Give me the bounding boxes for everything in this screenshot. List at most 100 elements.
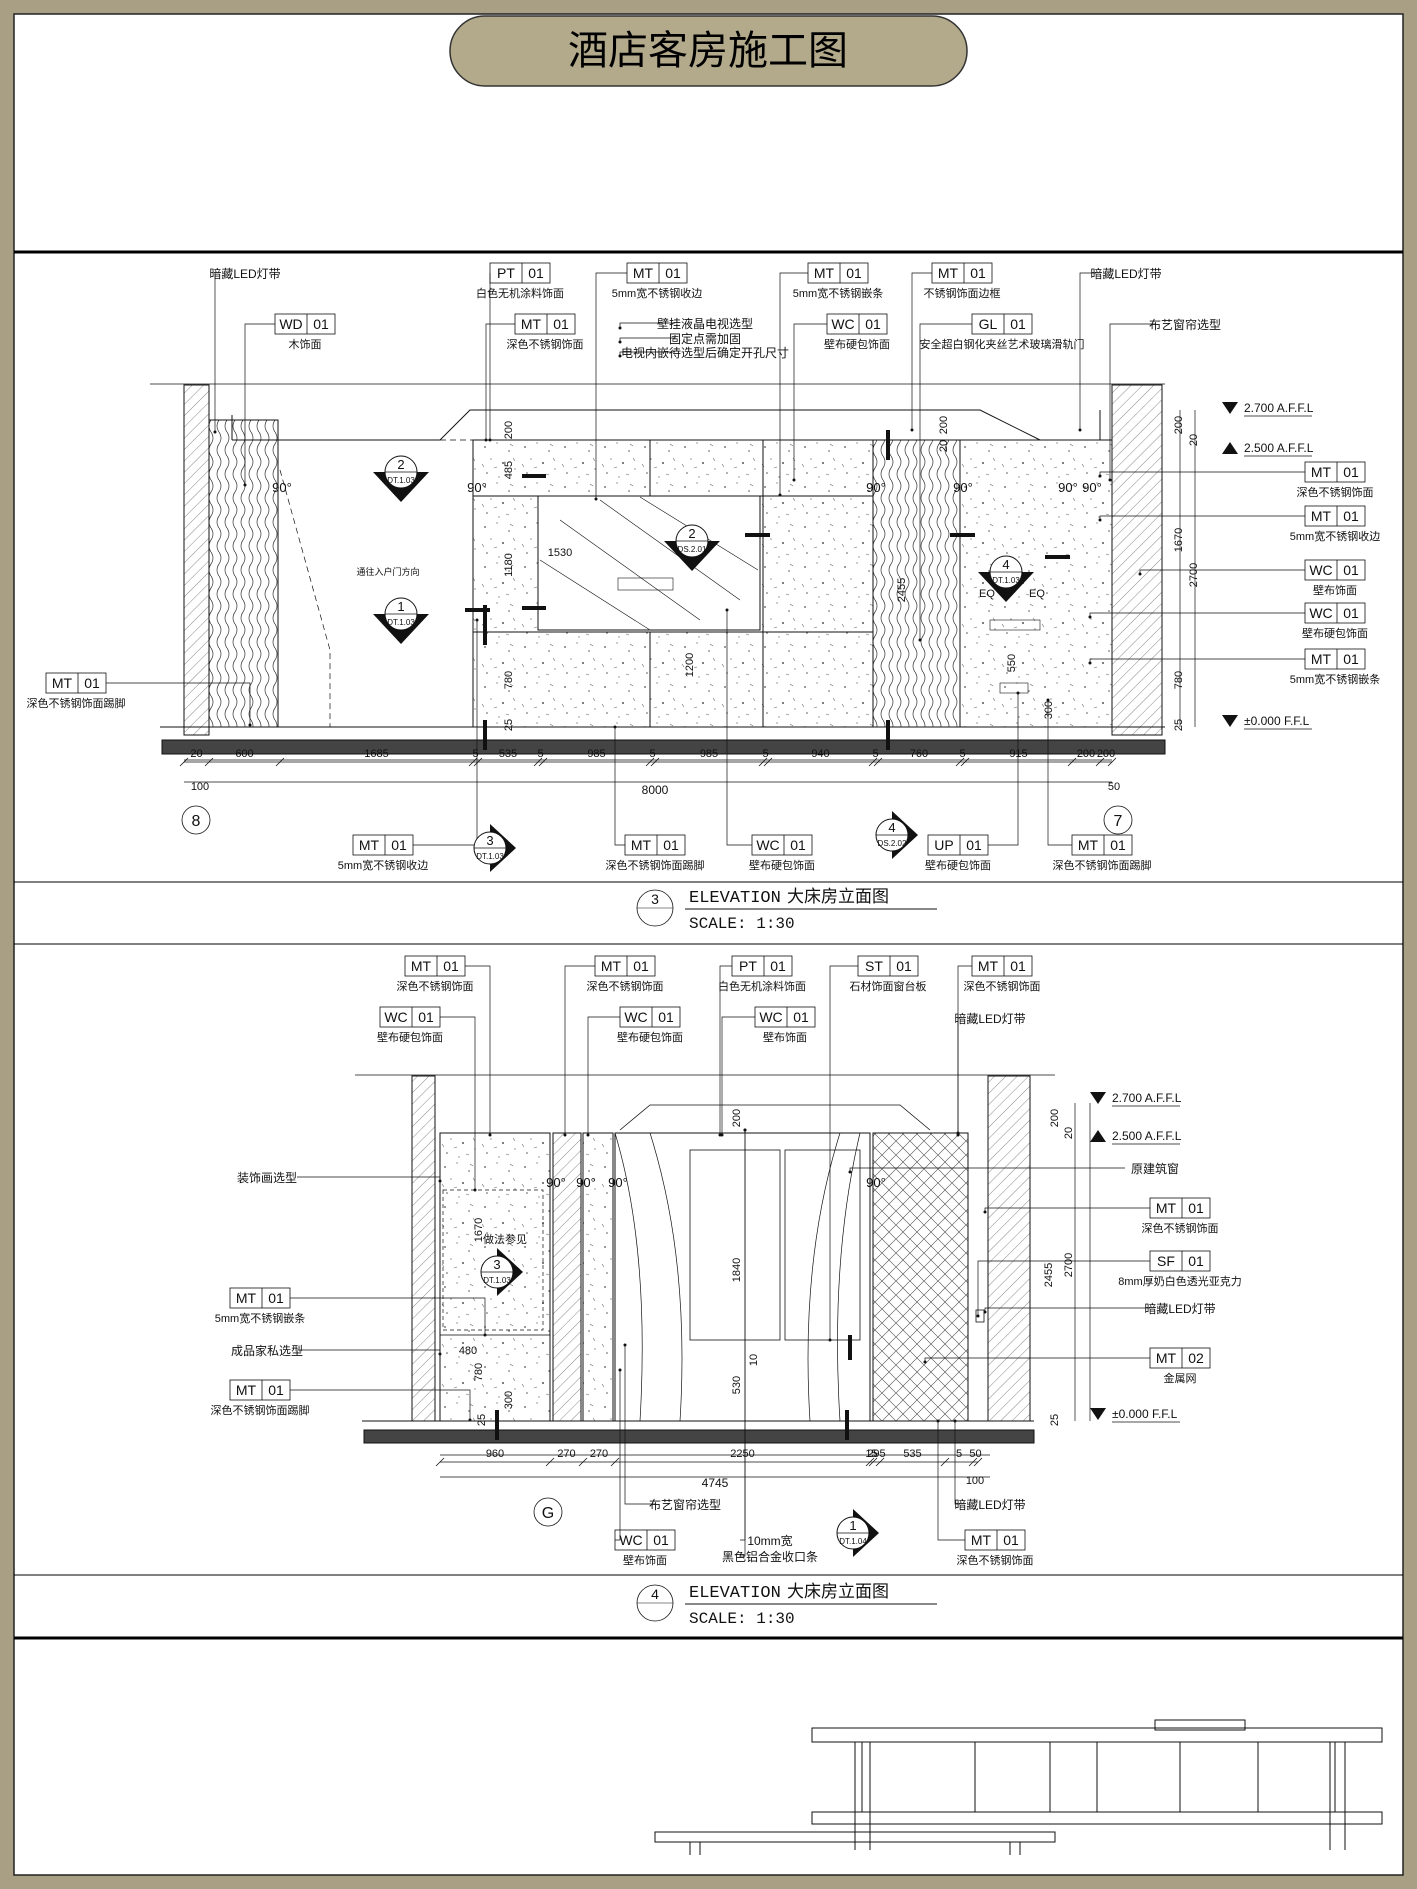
dimension-value: 1530 <box>548 547 572 559</box>
callout-number: 01 <box>793 1009 809 1025</box>
callout-leader-dot <box>438 1179 442 1183</box>
callout-number: 01 <box>663 837 679 853</box>
callout-number: 01 <box>790 837 806 853</box>
angle-label: 90° <box>467 480 487 495</box>
callout-text: 石材饰面窗台板 <box>850 979 927 993</box>
callout-text: 木饰面 <box>289 337 322 351</box>
elevation-4-drawing <box>355 1074 1091 1478</box>
callout-leader-dot <box>910 428 914 432</box>
callout-text: 5mm宽不锈钢收边 <box>338 858 428 872</box>
grid-bubble: G <box>533 1497 563 1527</box>
title-number: 3 <box>651 891 659 907</box>
section-marker: 3DT.1.03 <box>473 824 516 872</box>
material-callout: 固定点需加固 <box>618 331 741 346</box>
callout-code: MT <box>978 958 999 974</box>
dimension-tick <box>1067 757 1077 767</box>
callout-text: 暗藏LED灯带 <box>1090 266 1161 281</box>
callout-code: ST <box>865 958 883 974</box>
callout-leader <box>619 322 675 328</box>
callout-text: 深色不锈钢饰面 <box>957 1553 1034 1567</box>
callout-number: 02 <box>1188 1350 1204 1366</box>
section-marker: 1DT.1.04 <box>836 1509 879 1557</box>
callout-number: 01 <box>658 1009 674 1025</box>
callout-text: 原建筑窗 <box>1131 1161 1179 1176</box>
callout-leader-dot <box>923 1360 927 1364</box>
dimension-tick <box>645 757 655 767</box>
dimension-value: 100 <box>966 1475 984 1487</box>
dimension-value: 295 <box>867 1448 885 1460</box>
section-marker: 4DS.2.02 <box>875 811 918 859</box>
callout-leader-dot <box>586 1133 590 1137</box>
callout-leader-dot <box>1046 698 1050 702</box>
callout-number: 01 <box>970 265 986 281</box>
callout-leader <box>290 1389 471 1420</box>
dimension-value: 200 <box>1049 1109 1061 1127</box>
dimension-value: 535 <box>903 1448 921 1460</box>
callout-number: 01 <box>633 958 649 974</box>
angle-label: 90° <box>546 1175 566 1190</box>
section-marker-ref: DT.1.03 <box>992 576 1020 585</box>
callout-leader <box>244 323 275 485</box>
callout-code: UP <box>934 837 953 853</box>
callout-number: 01 <box>966 837 982 853</box>
callout-number: 01 <box>443 958 459 974</box>
callout-leader-dot <box>1088 661 1092 665</box>
dimension-tick <box>865 1457 875 1467</box>
callout-code: WC <box>831 316 854 332</box>
level-triangle <box>1222 442 1238 454</box>
callout-leader <box>988 693 1019 846</box>
dimension-value: 535 <box>499 748 517 760</box>
callout-text: 深色不锈钢饰面 <box>587 979 664 993</box>
material-callout: 暗藏LED灯带 <box>983 1301 1216 1316</box>
dimension-value: 200 <box>938 416 950 434</box>
callout-number: 01 <box>1010 316 1026 332</box>
dimension-value: 780 <box>473 1363 485 1381</box>
callout-number: 01 <box>84 675 100 691</box>
callout-leader-dot <box>743 1128 747 1132</box>
dimension-value: 2700 <box>1063 1253 1075 1277</box>
callout-leader-dot <box>618 1368 622 1372</box>
callout-code: MT <box>971 1532 992 1548</box>
callout-number: 01 <box>1110 837 1126 853</box>
level-text: 2.700 A.F.F.L <box>1112 1091 1182 1105</box>
callout-leader-dot <box>613 725 617 729</box>
level-marker: ±0.000 F.F.L <box>1090 1407 1180 1423</box>
callout-leader-dot <box>983 1310 987 1314</box>
callout-leader <box>829 965 858 1340</box>
level-triangle <box>1090 1408 1106 1420</box>
callout-code: MT <box>411 958 432 974</box>
callout-number: 01 <box>770 958 786 974</box>
callout-text: 深色不锈钢饰面 <box>964 979 1041 993</box>
callout-number: 01 <box>391 837 407 853</box>
title-chinese: 大床房立面图 <box>787 887 889 906</box>
callout-number: 01 <box>1188 1200 1204 1216</box>
callout-leader-dot <box>792 478 796 482</box>
dimension-tick <box>179 757 189 767</box>
callout-leader-dot <box>1098 474 1102 478</box>
callout-text: 暗藏LED灯带 <box>954 1011 1025 1026</box>
dimension-tick <box>973 1457 983 1467</box>
callout-leader-dot <box>953 1419 957 1423</box>
callout-leader <box>911 272 932 430</box>
callout-number: 01 <box>1343 605 1359 621</box>
callout-leader <box>595 272 627 499</box>
material-callout: 壁挂液晶电视选型 <box>618 316 753 331</box>
callout-code: WC <box>384 1009 407 1025</box>
callout-code: MT <box>631 837 652 853</box>
callout-leader-dot <box>618 340 622 344</box>
material-callout: 暗藏LED灯带 <box>953 1419 1026 1512</box>
callout-number: 01 <box>313 316 329 332</box>
callout-text: 不锈钢饰面边框 <box>924 286 1001 300</box>
detail-note: 做法参见 <box>483 1232 527 1246</box>
material-callout: 原建筑窗 <box>848 1161 1179 1176</box>
